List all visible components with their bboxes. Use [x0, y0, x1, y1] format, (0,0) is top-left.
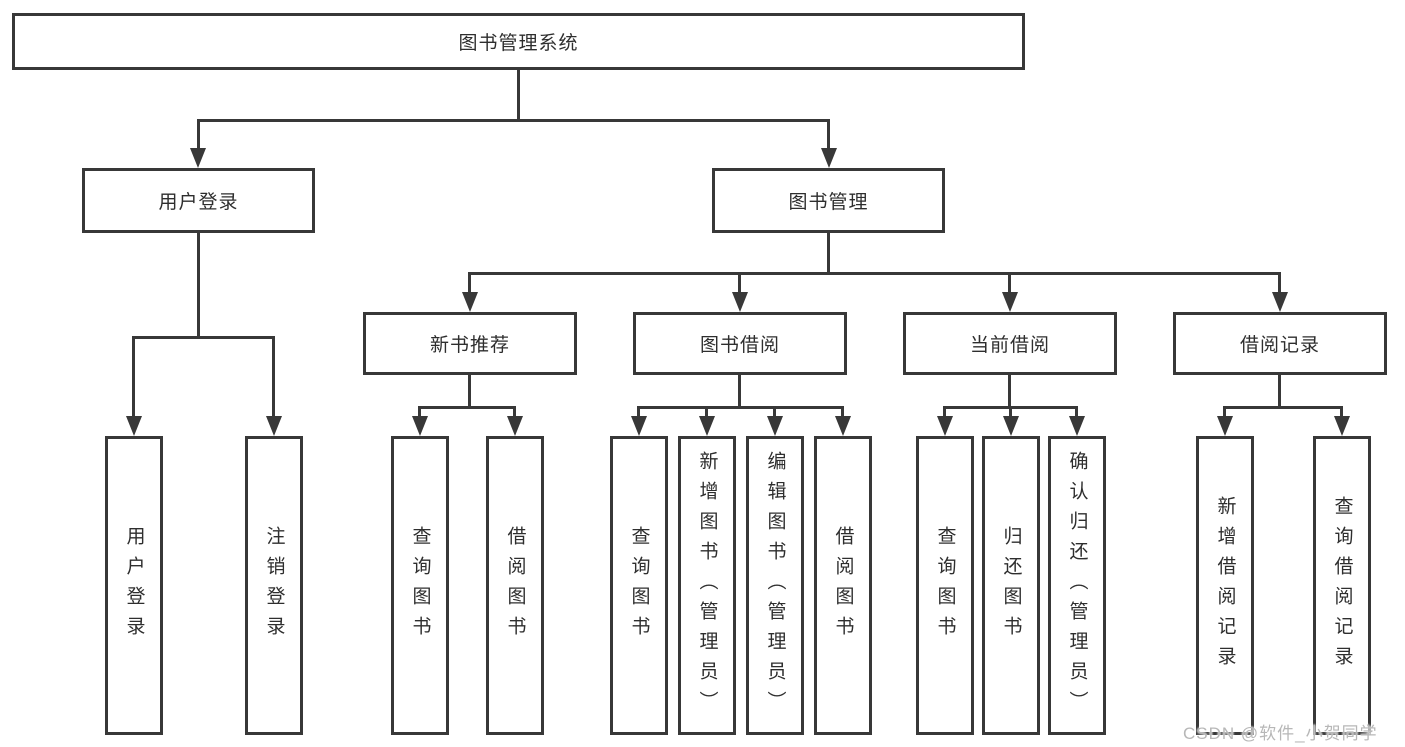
leaf-label: 查询图书: [409, 525, 431, 646]
arrowhead-down-icon: [1002, 292, 1018, 312]
connector-line: [272, 336, 275, 418]
arrowhead-down-icon: [1272, 292, 1288, 312]
arrowhead-down-icon: [937, 416, 953, 436]
connector-line: [1075, 406, 1078, 418]
connector-line: [773, 406, 776, 418]
arrowhead-down-icon: [462, 292, 478, 312]
leaf-label: 编辑图书（管理员）: [764, 450, 786, 721]
connector-line: [1223, 406, 1226, 418]
leaf-logout: 注销登录: [245, 436, 303, 735]
node-new-book-recommend: 新书推荐: [363, 312, 577, 375]
node-label: 图书借阅: [699, 335, 780, 356]
node-label: 图书管理系统: [458, 33, 579, 54]
leaf-add-borrow-record: 新增借阅记录: [1196, 436, 1254, 735]
connector-line: [418, 406, 516, 409]
leaf-label: 归还图书: [1000, 525, 1022, 646]
connector-line: [197, 231, 200, 338]
arrowhead-down-icon: [767, 416, 783, 436]
arrowhead-down-icon: [507, 416, 523, 436]
leaf-query-borrow-record: 查询借阅记录: [1313, 436, 1371, 735]
leaf-edit-book-admin: 编辑图书（管理员）: [746, 436, 804, 735]
leaf-add-book-admin: 新增图书（管理员）: [678, 436, 736, 735]
connector-line: [841, 406, 844, 418]
connector-line: [132, 336, 275, 339]
leaf-label: 查询借阅记录: [1331, 495, 1353, 676]
node-label: 用户登录: [158, 192, 239, 213]
leaf-borrow-book: 借阅图书: [486, 436, 544, 735]
node-label: 借阅记录: [1239, 335, 1320, 356]
connector-line: [637, 406, 640, 418]
node-current-borrow: 当前借阅: [903, 312, 1117, 375]
leaf-label: 注销登录: [263, 525, 285, 646]
node-label: 新书推荐: [429, 335, 510, 356]
connector-line: [705, 406, 708, 418]
arrowhead-down-icon: [732, 292, 748, 312]
connector-line: [1278, 373, 1281, 408]
node-label: 当前借阅: [969, 335, 1050, 356]
arrowhead-down-icon: [1217, 416, 1233, 436]
leaf-label: 新增图书（管理员）: [696, 450, 718, 721]
connector-line: [197, 119, 200, 150]
watermark: CSDN @软件_小贺同学: [1183, 724, 1378, 743]
connector-line: [197, 119, 830, 122]
leaf-label: 确认归还（管理员）: [1066, 450, 1088, 721]
leaf-label: 借阅图书: [832, 525, 854, 646]
connector-line: [468, 272, 1281, 275]
leaf-query-book: 查询图书: [610, 436, 668, 735]
connector-line: [827, 231, 830, 275]
leaf-label: 用户登录: [123, 525, 145, 646]
connector-line: [1223, 406, 1343, 409]
connector-line: [637, 406, 844, 409]
node-label: 图书管理: [788, 192, 869, 213]
connector-line: [1009, 406, 1012, 418]
leaf-user-login: 用户登录: [105, 436, 163, 735]
connector-line: [418, 406, 421, 418]
arrowhead-down-icon: [190, 148, 206, 168]
arrowhead-down-icon: [266, 416, 282, 436]
arrowhead-down-icon: [1069, 416, 1085, 436]
connector-line: [132, 336, 135, 418]
connector-line: [1340, 406, 1343, 418]
node-book-borrow: 图书借阅: [633, 312, 847, 375]
leaf-query-book: 查询图书: [916, 436, 974, 735]
arrowhead-down-icon: [126, 416, 142, 436]
leaf-label: 新增借阅记录: [1214, 495, 1236, 676]
leaf-borrow-book: 借阅图书: [814, 436, 872, 735]
connector-line: [738, 272, 741, 294]
leaf-label: 查询图书: [934, 525, 956, 646]
connector-line: [1008, 272, 1011, 294]
leaf-label: 查询图书: [628, 525, 650, 646]
arrowhead-down-icon: [835, 416, 851, 436]
leaf-return-book: 归还图书: [982, 436, 1040, 735]
connector-line: [468, 272, 471, 294]
arrowhead-down-icon: [1003, 416, 1019, 436]
arrowhead-down-icon: [412, 416, 428, 436]
connector-line: [468, 373, 471, 408]
connector-line: [517, 68, 520, 122]
connector-line: [1008, 373, 1011, 408]
connector-line: [513, 406, 516, 418]
node-borrow-records: 借阅记录: [1173, 312, 1387, 375]
connector-line: [738, 373, 741, 408]
node-user-login: 用户登录: [82, 168, 315, 233]
leaf-confirm-return-admin: 确认归还（管理员）: [1048, 436, 1106, 735]
arrowhead-down-icon: [1334, 416, 1350, 436]
arrowhead-down-icon: [821, 148, 837, 168]
connector-line: [827, 119, 830, 150]
leaf-label: 借阅图书: [504, 525, 526, 646]
connector-line: [943, 406, 946, 418]
node-library-system: 图书管理系统: [12, 13, 1025, 70]
arrowhead-down-icon: [699, 416, 715, 436]
leaf-query-book: 查询图书: [391, 436, 449, 735]
arrowhead-down-icon: [631, 416, 647, 436]
connector-line: [1278, 272, 1281, 294]
node-book-management: 图书管理: [712, 168, 945, 233]
